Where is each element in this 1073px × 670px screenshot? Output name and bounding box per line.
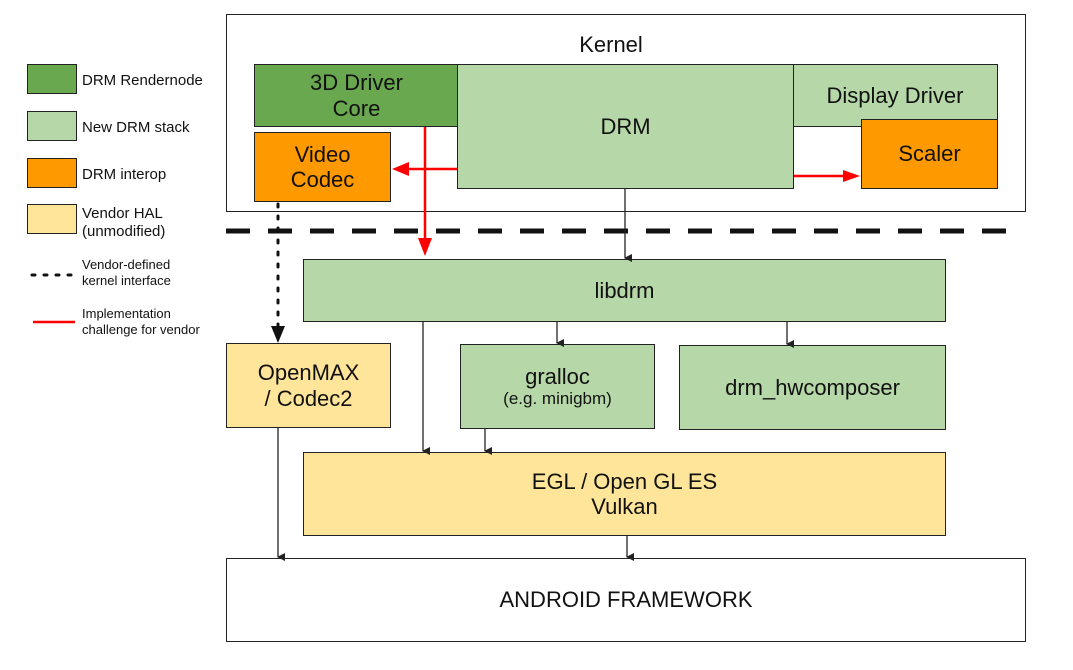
- video-codec-box: Video Codec: [254, 132, 391, 202]
- drm-label: DRM: [600, 113, 651, 139]
- driver-core-line2: Core: [332, 95, 381, 121]
- legend-label-dotted: Vendor-defined kernel interface: [82, 257, 171, 290]
- scaler-label: Scaler: [898, 141, 961, 167]
- drm-to-scaler-arrowhead: [843, 170, 860, 182]
- android-framework-label: ANDROID FRAMEWORK: [499, 587, 753, 613]
- gralloc-line2: (e.g. minigbm): [503, 389, 612, 409]
- legend-swatch-drm-interop: [27, 158, 77, 188]
- legend-label-drm-interop: DRM interop: [82, 166, 167, 183]
- gralloc-line1: gralloc: [525, 364, 590, 390]
- driver-core-to-libdrm-arrowhead: [418, 238, 432, 256]
- libdrm-box: libdrm: [303, 259, 946, 322]
- legend-label-vendor-hal: Vendor HAL (unmodified): [82, 205, 165, 241]
- legend-label-new-drm-stack: New DRM stack: [82, 119, 190, 136]
- legend-swatch-drm-rendernode: [27, 64, 77, 94]
- openmax-box: OpenMAX / Codec2: [226, 343, 391, 428]
- display-driver-label: Display Driver: [826, 82, 964, 108]
- video-codec-line1: Video: [294, 141, 351, 167]
- egl-line2: Vulkan: [591, 494, 658, 519]
- drm-box: DRM: [457, 64, 794, 189]
- egl-line1: EGL / Open GL ES: [531, 468, 718, 494]
- legend-label-red-line2: challenge for vendor: [82, 322, 200, 338]
- legend-label-drm-rendernode: DRM Rendernode: [82, 72, 203, 89]
- legend-swatch-new-drm-stack: [27, 111, 77, 141]
- openmax-line1: OpenMAX: [257, 360, 360, 386]
- legend-label-vendor-hal-line2: (unmodified): [82, 223, 166, 240]
- libdrm-label: libdrm: [594, 277, 655, 303]
- legend-label-dotted-line2: kernel interface: [82, 273, 171, 289]
- hwcomposer-label: drm_hwcomposer: [725, 374, 900, 400]
- egl-box: EGL / Open GL ES Vulkan: [303, 452, 946, 536]
- driver-core-line1: 3D Driver: [310, 70, 403, 96]
- scaler-box: Scaler: [861, 119, 998, 189]
- openmax-line2: / Codec2: [264, 385, 353, 411]
- drm-to-video-codec-arrowhead: [392, 162, 409, 176]
- kernel-title: Kernel: [579, 32, 643, 57]
- video-codec-to-openmax-arrowhead: [271, 326, 285, 343]
- hwcomposer-box: drm_hwcomposer: [679, 345, 946, 430]
- android-framework-box: ANDROID FRAMEWORK: [226, 558, 1026, 642]
- legend-swatch-vendor-hal: [27, 204, 77, 234]
- legend-label-red: Implementation challenge for vendor: [82, 306, 200, 339]
- driver-core-box: 3D Driver Core: [254, 64, 459, 127]
- display-driver-box: Display Driver: [792, 64, 998, 127]
- legend-label-red-line1: Implementation: [82, 306, 171, 321]
- video-codec-line2: Codec: [290, 167, 355, 192]
- legend-label-vendor-hal-line1: Vendor HAL: [82, 205, 163, 222]
- legend-label-dotted-line1: Vendor-defined: [82, 257, 171, 272]
